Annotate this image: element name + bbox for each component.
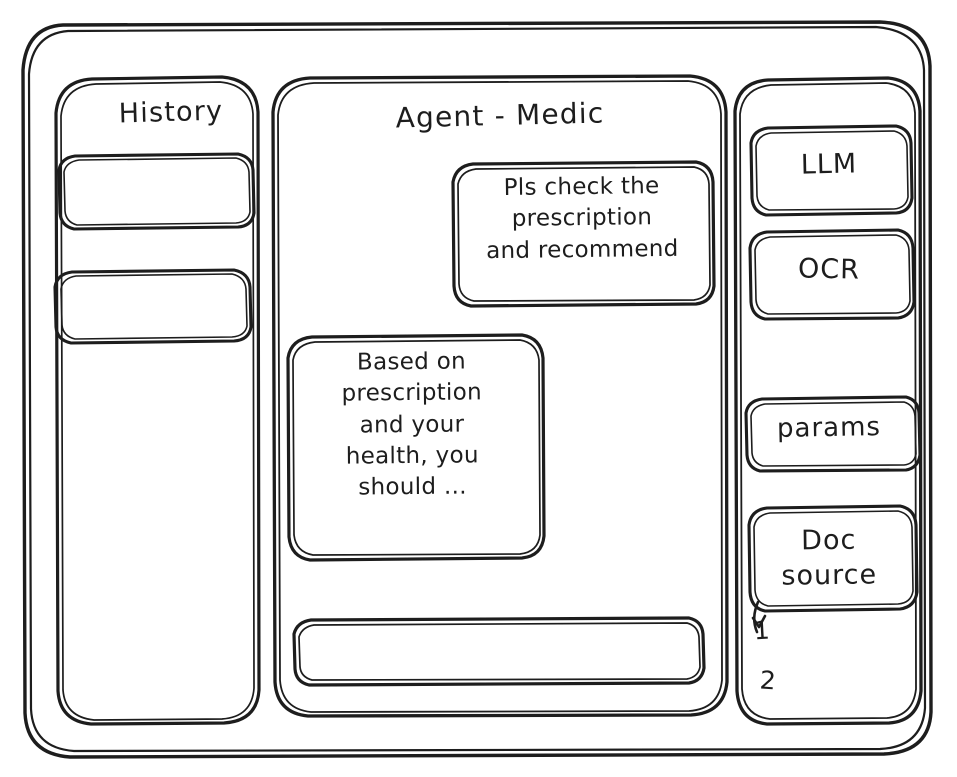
agent-message-text: Based on prescription and your health, y…: [341, 348, 483, 501]
window-frame: [21, 20, 933, 759]
doc-source-item-1[interactable]: 1: [753, 615, 771, 646]
tool-llm-outline[interactable]: [749, 124, 914, 217]
agent-panel-title: Agent - Medic: [395, 96, 605, 135]
history-item-1-outline[interactable]: [57, 152, 256, 231]
tool-params-label[interactable]: params: [776, 412, 882, 444]
composer-input-outline[interactable]: [292, 616, 706, 687]
user-message-bubble-outline: [451, 160, 716, 308]
tool-doc-source-outline[interactable]: [747, 504, 919, 613]
tool-doc-source-label[interactable]: Doc source: [781, 524, 878, 592]
tool-ocr-outline[interactable]: [748, 228, 916, 321]
doc-source-item-2[interactable]: 2: [758, 665, 778, 696]
history-panel-title: History: [118, 95, 224, 130]
agent-message-bubble-outline: [286, 333, 546, 562]
history-item-2-outline[interactable]: [53, 268, 253, 345]
doc-source-connector: [751, 600, 767, 634]
history-panel-outline: [54, 75, 261, 726]
agent-panel-outline: [271, 74, 729, 718]
tool-params-outline[interactable]: [744, 395, 922, 473]
tool-ocr-label[interactable]: OCR: [797, 253, 861, 286]
tools-panel-outline: [733, 76, 923, 726]
user-message-text: Pls check the prescription and recommend: [486, 173, 679, 264]
tool-llm-label[interactable]: LLM: [800, 148, 858, 181]
